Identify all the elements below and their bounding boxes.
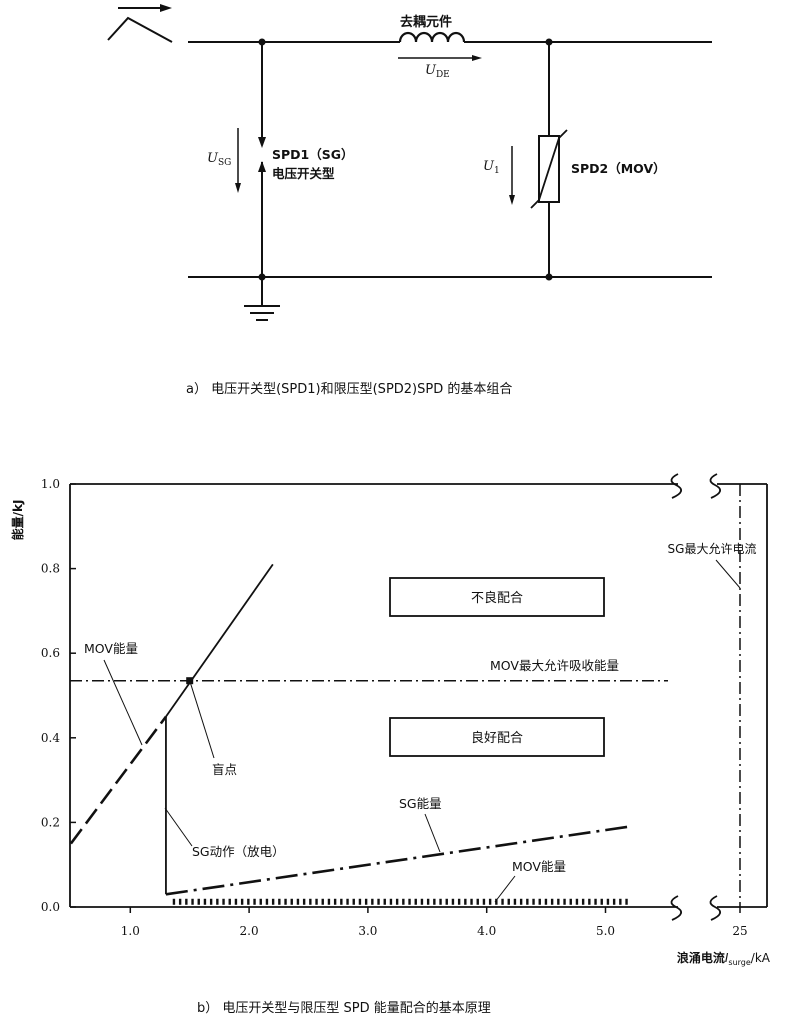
- u-sg-arrow: [235, 128, 241, 193]
- energy-chart: 0.0 0.2 0.4 0.6 0.8 1.0 1.0 2.0 3.0 4.0 5.0 25 能量…: [10, 473, 771, 1016]
- svg-text:U1: U1: [483, 159, 500, 176]
- y-tick-label: 1.0: [41, 477, 60, 491]
- axis-break-top-icon: [670, 473, 721, 499]
- circuit-diagram: 去耦元件 UDE USG U1 SPD1（SG） 电压开关型 SPD2（MOV）…: [107, 4, 712, 397]
- u-de-sub: DE: [436, 70, 450, 80]
- x-tick-label: 4.0: [477, 924, 496, 938]
- u1-label: U: [483, 159, 495, 174]
- good-coordination-label: 良好配合: [471, 730, 523, 746]
- x-tick-label: 1.0: [121, 924, 140, 938]
- u-de-arrow: [398, 55, 482, 61]
- u1-arrow: [509, 146, 515, 205]
- y-tick-label: 0.0: [41, 900, 60, 914]
- spd1-label-line2: 电压开关型: [272, 166, 335, 181]
- spd1-spark-gap: [258, 42, 266, 277]
- blind-point-label: 盲点: [212, 762, 237, 777]
- mov-max-energy-label: MOV最大允许吸收能量: [490, 658, 619, 673]
- surge-arrow-icon: [118, 4, 172, 12]
- spd2-varistor: [530, 42, 568, 277]
- spd1-label-line1: SPD1（SG）: [272, 147, 354, 162]
- mov-energy-lower-label: MOV能量: [512, 859, 566, 874]
- x-tick-label: 2.0: [240, 924, 259, 938]
- u-de-label: U: [425, 63, 437, 78]
- x-tick-label: 5.0: [596, 924, 615, 938]
- x-axis-var: I: [725, 951, 729, 965]
- svg-text:UDE: UDE: [425, 63, 450, 80]
- decoupling-label: 去耦元件: [400, 14, 452, 30]
- series-mov-energy: [69, 715, 167, 845]
- x-break-tick-label: 25: [732, 924, 747, 938]
- y-tick-label: 0.2: [41, 815, 60, 829]
- u-sg-label: U: [207, 151, 219, 166]
- blind-point-leader: [189, 680, 215, 759]
- u-sg-sub: SG: [218, 158, 231, 168]
- caption-b: b） 电压开关型与限压型 SPD 能量配合的基本原理: [197, 1000, 491, 1016]
- sg-energy-label: SG能量: [399, 796, 442, 811]
- surge-waveform-icon: [107, 16, 173, 43]
- series-mov-energy-ineffective: [165, 563, 274, 718]
- x-axis-unit: /kA: [751, 951, 771, 965]
- decoupling-inductor: [398, 31, 466, 43]
- y-tick-label: 0.4: [41, 731, 60, 745]
- sg-max-current-label: SG最大允许电流: [668, 541, 757, 556]
- mov-energy-upper-label: MOV能量: [84, 641, 138, 656]
- good-coordination-box: [389, 717, 605, 757]
- series-sg-energy: [165, 825, 630, 896]
- sg-action-label: SG动作（放电）: [192, 844, 285, 859]
- y-tick-label: 0.6: [41, 646, 60, 660]
- bad-coordination-label: 不良配合: [471, 590, 523, 606]
- bad-coordination-box: [389, 577, 605, 617]
- svg-text:USG: USG: [207, 151, 231, 168]
- svg-text:浪涌电流Isurge/kA: 浪涌电流Isurge/kA: [677, 950, 771, 967]
- y-axis-title: 能量/kJ: [10, 500, 25, 541]
- ground-icon: [244, 277, 280, 321]
- series-mov-energy-after: [172, 898, 628, 905]
- axis-break-bottom-icon: [670, 895, 721, 921]
- u1-sub: 1: [494, 166, 500, 176]
- x-axis-var-sub: surge: [728, 958, 750, 967]
- x-axis-title: 浪涌电流: [677, 950, 725, 965]
- x-tick-label: 3.0: [358, 924, 377, 938]
- caption-a: a） 电压开关型(SPD1)和限压型(SPD2)SPD 的基本组合: [186, 381, 512, 397]
- y-tick-label: 0.8: [41, 562, 60, 576]
- spd2-label: SPD2（MOV）: [571, 161, 666, 176]
